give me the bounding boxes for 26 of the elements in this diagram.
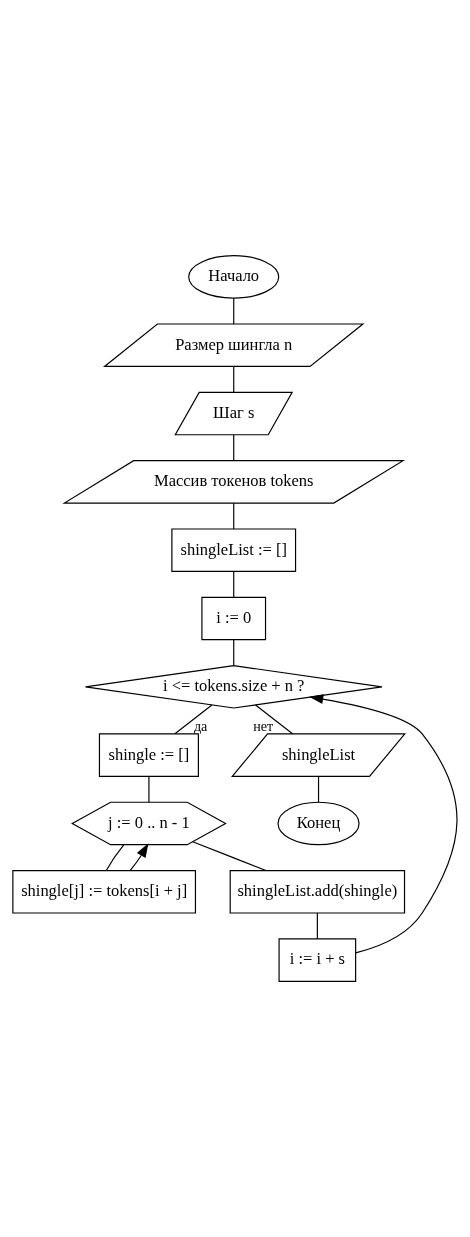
connector [233,297,235,325]
arrow [129,843,149,872]
connector [233,639,235,667]
node-box: i := i + s [278,938,357,982]
connector [255,704,294,735]
connector [316,912,318,940]
node-box: shingle := [] [98,733,199,777]
node-box: shingle[j] := tokens[i + j] [12,870,197,914]
node-box: shingleList.add(shingle) [229,870,406,914]
arrow [309,694,458,954]
connector [233,434,235,462]
edge-label: нет [253,717,274,734]
connector [233,502,235,530]
node-box: i := 0 [201,596,267,641]
connector [148,775,150,803]
edge-label: да [193,717,208,734]
connector [233,570,235,598]
connector [233,365,235,393]
connector [174,704,213,735]
node-diamond: i <= tokens.size + n ? [84,665,383,709]
node-box: shingleList := [] [171,528,297,572]
connector [192,841,267,872]
connector [105,844,125,872]
node-ellipse: Начало [188,255,280,299]
node-ellipse: Конец [277,801,360,846]
connector [317,775,320,803]
